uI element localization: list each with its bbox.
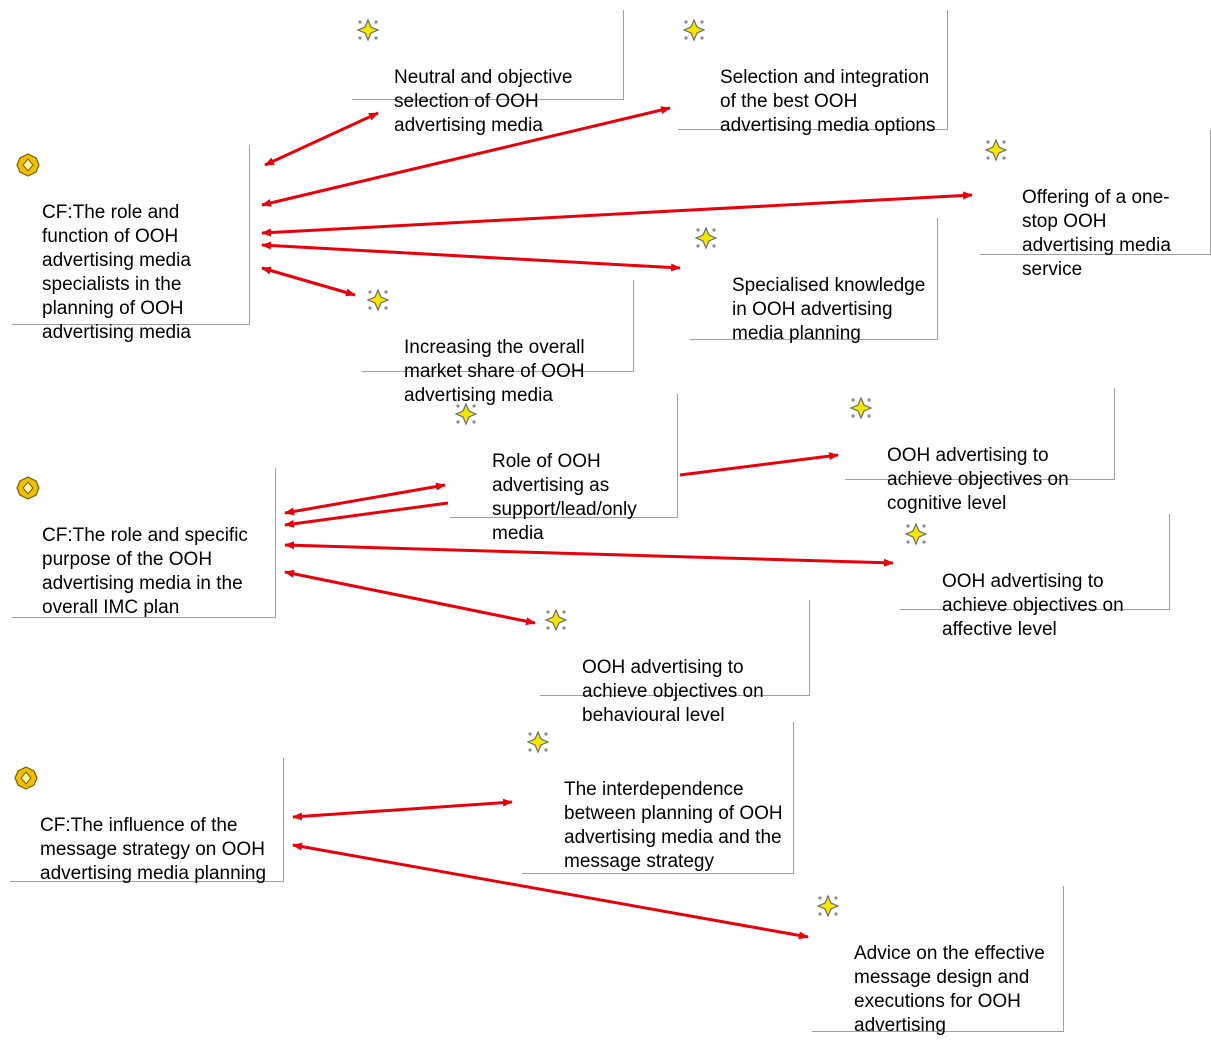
code-node-specialised-knowledge[interactable]: Specialised knowledge in OOH advertising… [690,218,938,344]
node-label: Increasing the overall market share of O… [404,337,585,406]
code-node-behavioural[interactable]: OOH advertising to achieve objectives on… [540,600,810,726]
arrow-cf2-role-b [284,501,449,528]
node-label: Neutral and objective selection of OOH a… [394,67,573,136]
node-label: OOH advertising to achieve objectives on… [887,445,1069,514]
code-node-icon [454,402,478,426]
code-node-neutral-selection[interactable]: Neutral and objective selection of OOH a… [352,10,624,136]
node-label: Role of OOH advertising as support/lead/… [492,451,637,544]
code-node-icon [544,608,568,632]
code-node-role-support-lead[interactable]: Role of OOH advertising as support/lead/… [450,394,678,544]
node-label: Advice on the effective message design a… [854,943,1045,1036]
code-node-cognitive[interactable]: OOH advertising to achieve objectives on… [845,388,1115,514]
code-node-market-share[interactable]: Increasing the overall market share of O… [362,280,634,406]
code-node-interdependence[interactable]: The interdependence between planning of … [522,722,794,874]
node-label: Offering of a one-stop OOH advertising m… [1022,187,1171,280]
node-label: Selection and integration of the best OO… [720,67,936,136]
code-node-icon [366,288,390,312]
arrow-role-cognitive [679,452,839,477]
code-node-icon [904,522,928,546]
node-label: Specialised knowledge in OOH advertising… [732,275,926,344]
arrow-cf1-neutral [264,111,379,167]
arrow-cf2-role-a [284,482,446,516]
node-label: CF:The role and specific purpose of the … [42,525,248,618]
node-label: OOH advertising to achieve objectives on… [942,571,1124,640]
code-node-one-stop[interactable]: Offering of a one-stop OOH advertising m… [980,130,1211,280]
node-label: CF:The role and function of OOH advertis… [42,202,191,343]
node-label: OOH advertising to achieve objectives on… [582,657,764,726]
arrow-cf2-behavioural [284,569,536,626]
code-node-affective[interactable]: OOH advertising to achieve objectives on… [900,514,1170,640]
code-node-advice-message-design[interactable]: Advice on the effective message design a… [812,886,1064,1036]
code-family-node-message-strategy[interactable]: CF:The influence of the message strategy… [10,758,284,884]
code-node-icon [849,396,873,420]
arrow-cf3-interdependence [292,798,513,821]
node-label: CF:The influence of the message strategy… [40,815,267,884]
code-node-icon [694,226,718,250]
code-node-icon [682,18,706,42]
arrow-cf1-specialised [261,241,681,272]
code-node-selection-integration[interactable]: Selection and integration of the best OO… [678,10,948,136]
arrow-cf1-increasing [261,266,356,297]
node-label: The interdependence between planning of … [564,779,783,872]
code-node-icon [526,730,550,754]
code-node-icon [816,894,840,918]
code-family-icon [16,476,40,500]
code-family-node-imc[interactable]: CF:The role and specific purpose of the … [12,468,276,618]
code-family-node-specialists[interactable]: CF:The role and function of OOH advertis… [12,145,250,343]
code-family-icon [16,153,40,177]
code-node-icon [984,138,1008,162]
code-family-icon [14,766,38,790]
code-node-icon [356,18,380,42]
